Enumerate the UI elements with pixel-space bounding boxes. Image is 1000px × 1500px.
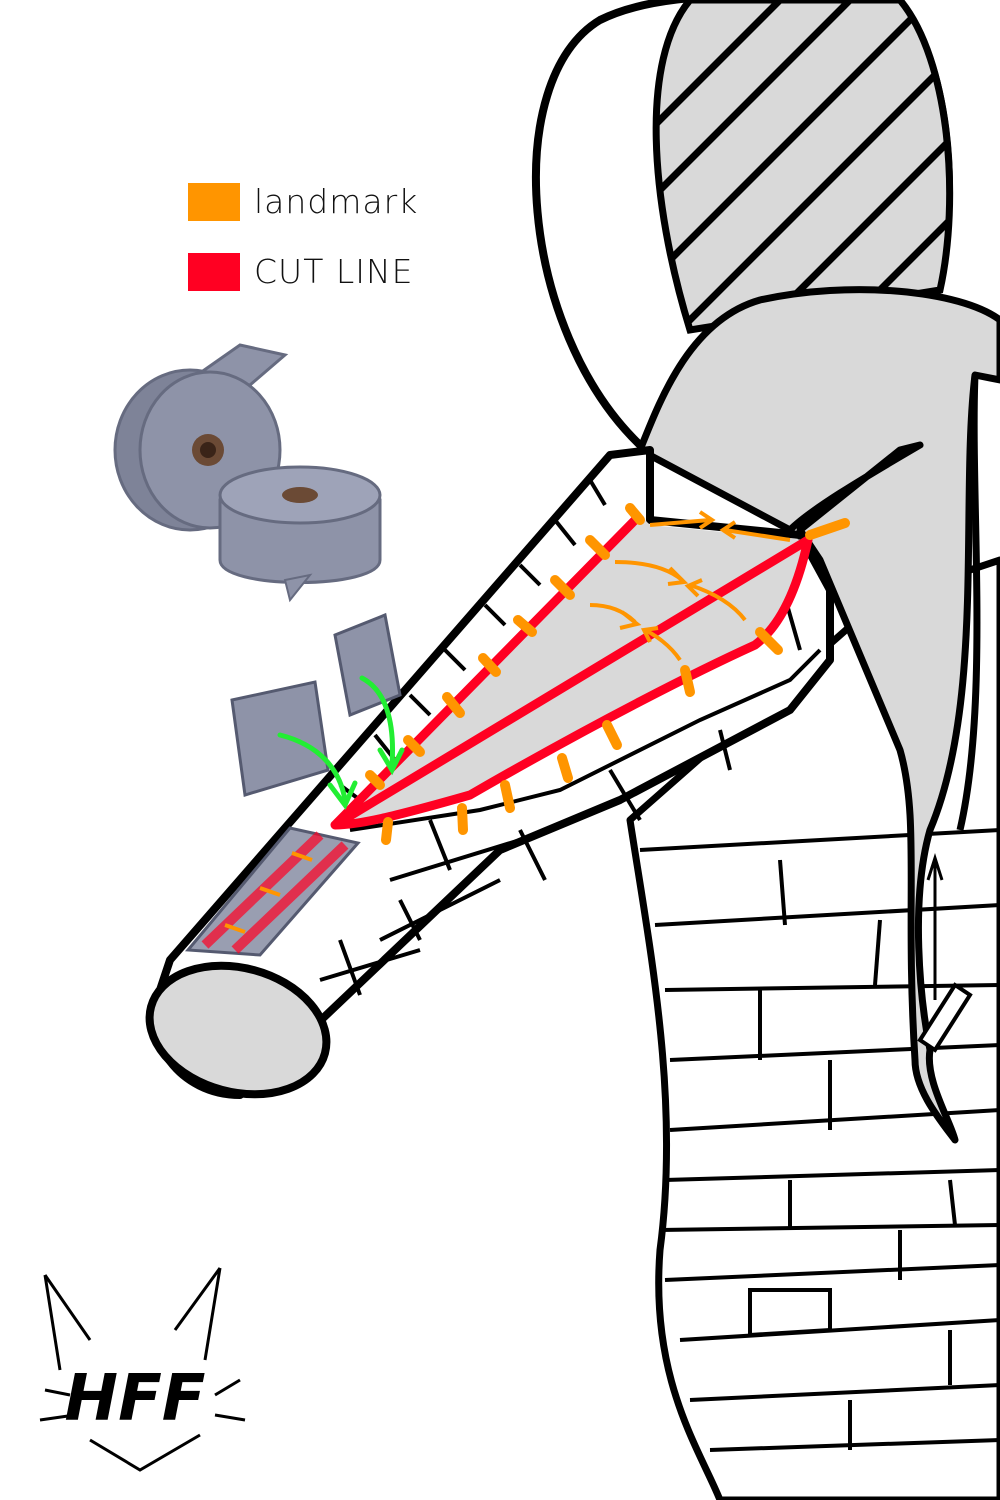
legend-item-landmark: landmark bbox=[188, 182, 418, 221]
tape-roll-icon bbox=[218, 465, 382, 603]
arrow-up-icon bbox=[926, 853, 944, 1000]
tape-square bbox=[333, 612, 402, 718]
landmarks bbox=[365, 503, 850, 845]
legend-label: landmark bbox=[254, 182, 419, 221]
landmark-swatch bbox=[188, 182, 240, 221]
landmark-arrows bbox=[589, 510, 791, 662]
cut-line-swatch bbox=[188, 252, 240, 291]
tape-square bbox=[230, 680, 330, 797]
cut-region bbox=[335, 515, 805, 825]
tape-tab bbox=[917, 982, 973, 1053]
svg-text:HFF: HFF bbox=[65, 1362, 206, 1436]
shoulder-gray-area bbox=[636, 286, 1000, 1144]
legend-label: CUT LINE bbox=[254, 252, 414, 291]
green-arrows bbox=[277, 675, 405, 810]
torso-brick-lines bbox=[639, 828, 1000, 1452]
tape-patch bbox=[184, 826, 361, 957]
legend-item-cut-line: CUT LINE bbox=[188, 252, 414, 291]
hff-logo: HFF bbox=[39, 1267, 246, 1472]
arm-end-cap bbox=[145, 961, 331, 1099]
